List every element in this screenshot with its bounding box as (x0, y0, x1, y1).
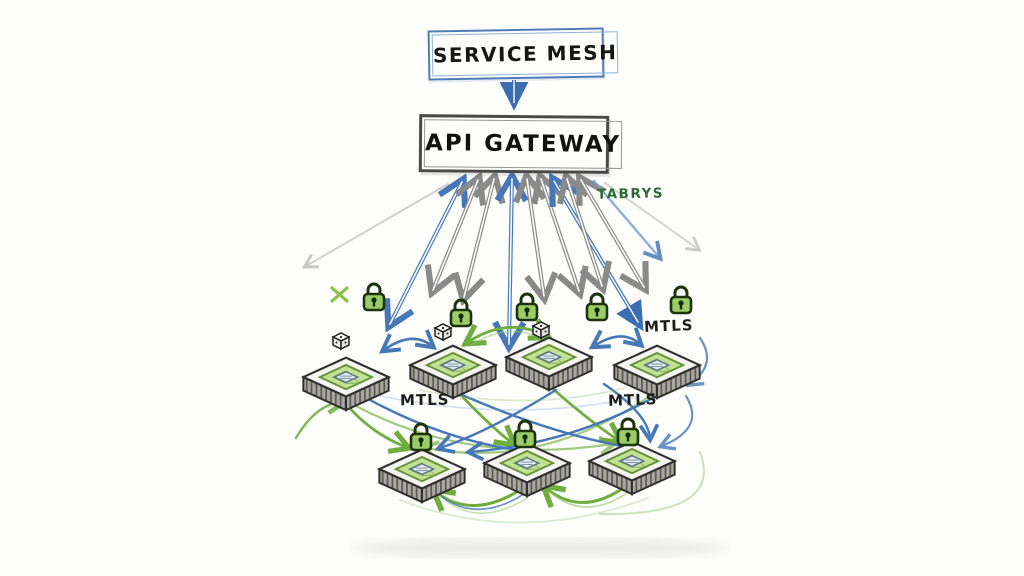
padlock-icon (669, 285, 693, 315)
green-note-label: TABRYS (596, 185, 665, 203)
service-node-7 (588, 440, 676, 496)
padlock-icon (409, 422, 433, 452)
api-gateway-box-inner: API GATEWAY (423, 119, 623, 169)
padlock-icon (585, 292, 609, 322)
mtls-label-3: MTLS (607, 390, 658, 410)
padlock-icon (362, 282, 386, 312)
service-mesh-box: SERVICE MESH (427, 27, 619, 81)
ground-shadow (350, 539, 730, 557)
service-mesh-title: SERVICE MESH (432, 40, 618, 68)
cube-icon (434, 323, 452, 341)
x-mark-icon (330, 286, 349, 303)
service-mesh-box-inner: SERVICE MESH (431, 31, 619, 77)
service-node-5 (378, 448, 466, 504)
padlock-icon (449, 298, 473, 328)
mtls-label-2: MTLS (399, 390, 450, 410)
padlock-icon (515, 292, 539, 322)
padlock-icon (616, 417, 640, 447)
api-gateway-box: API GATEWAY (418, 114, 623, 174)
cube-icon (332, 332, 350, 350)
padlock-icon (513, 419, 537, 449)
mtls-label-1: MTLS (643, 316, 694, 336)
service-node-3 (505, 336, 593, 392)
api-gateway-title: API GATEWAY (424, 130, 622, 158)
cube-icon (532, 321, 550, 339)
gateway-fan-arrows (306, 179, 698, 344)
